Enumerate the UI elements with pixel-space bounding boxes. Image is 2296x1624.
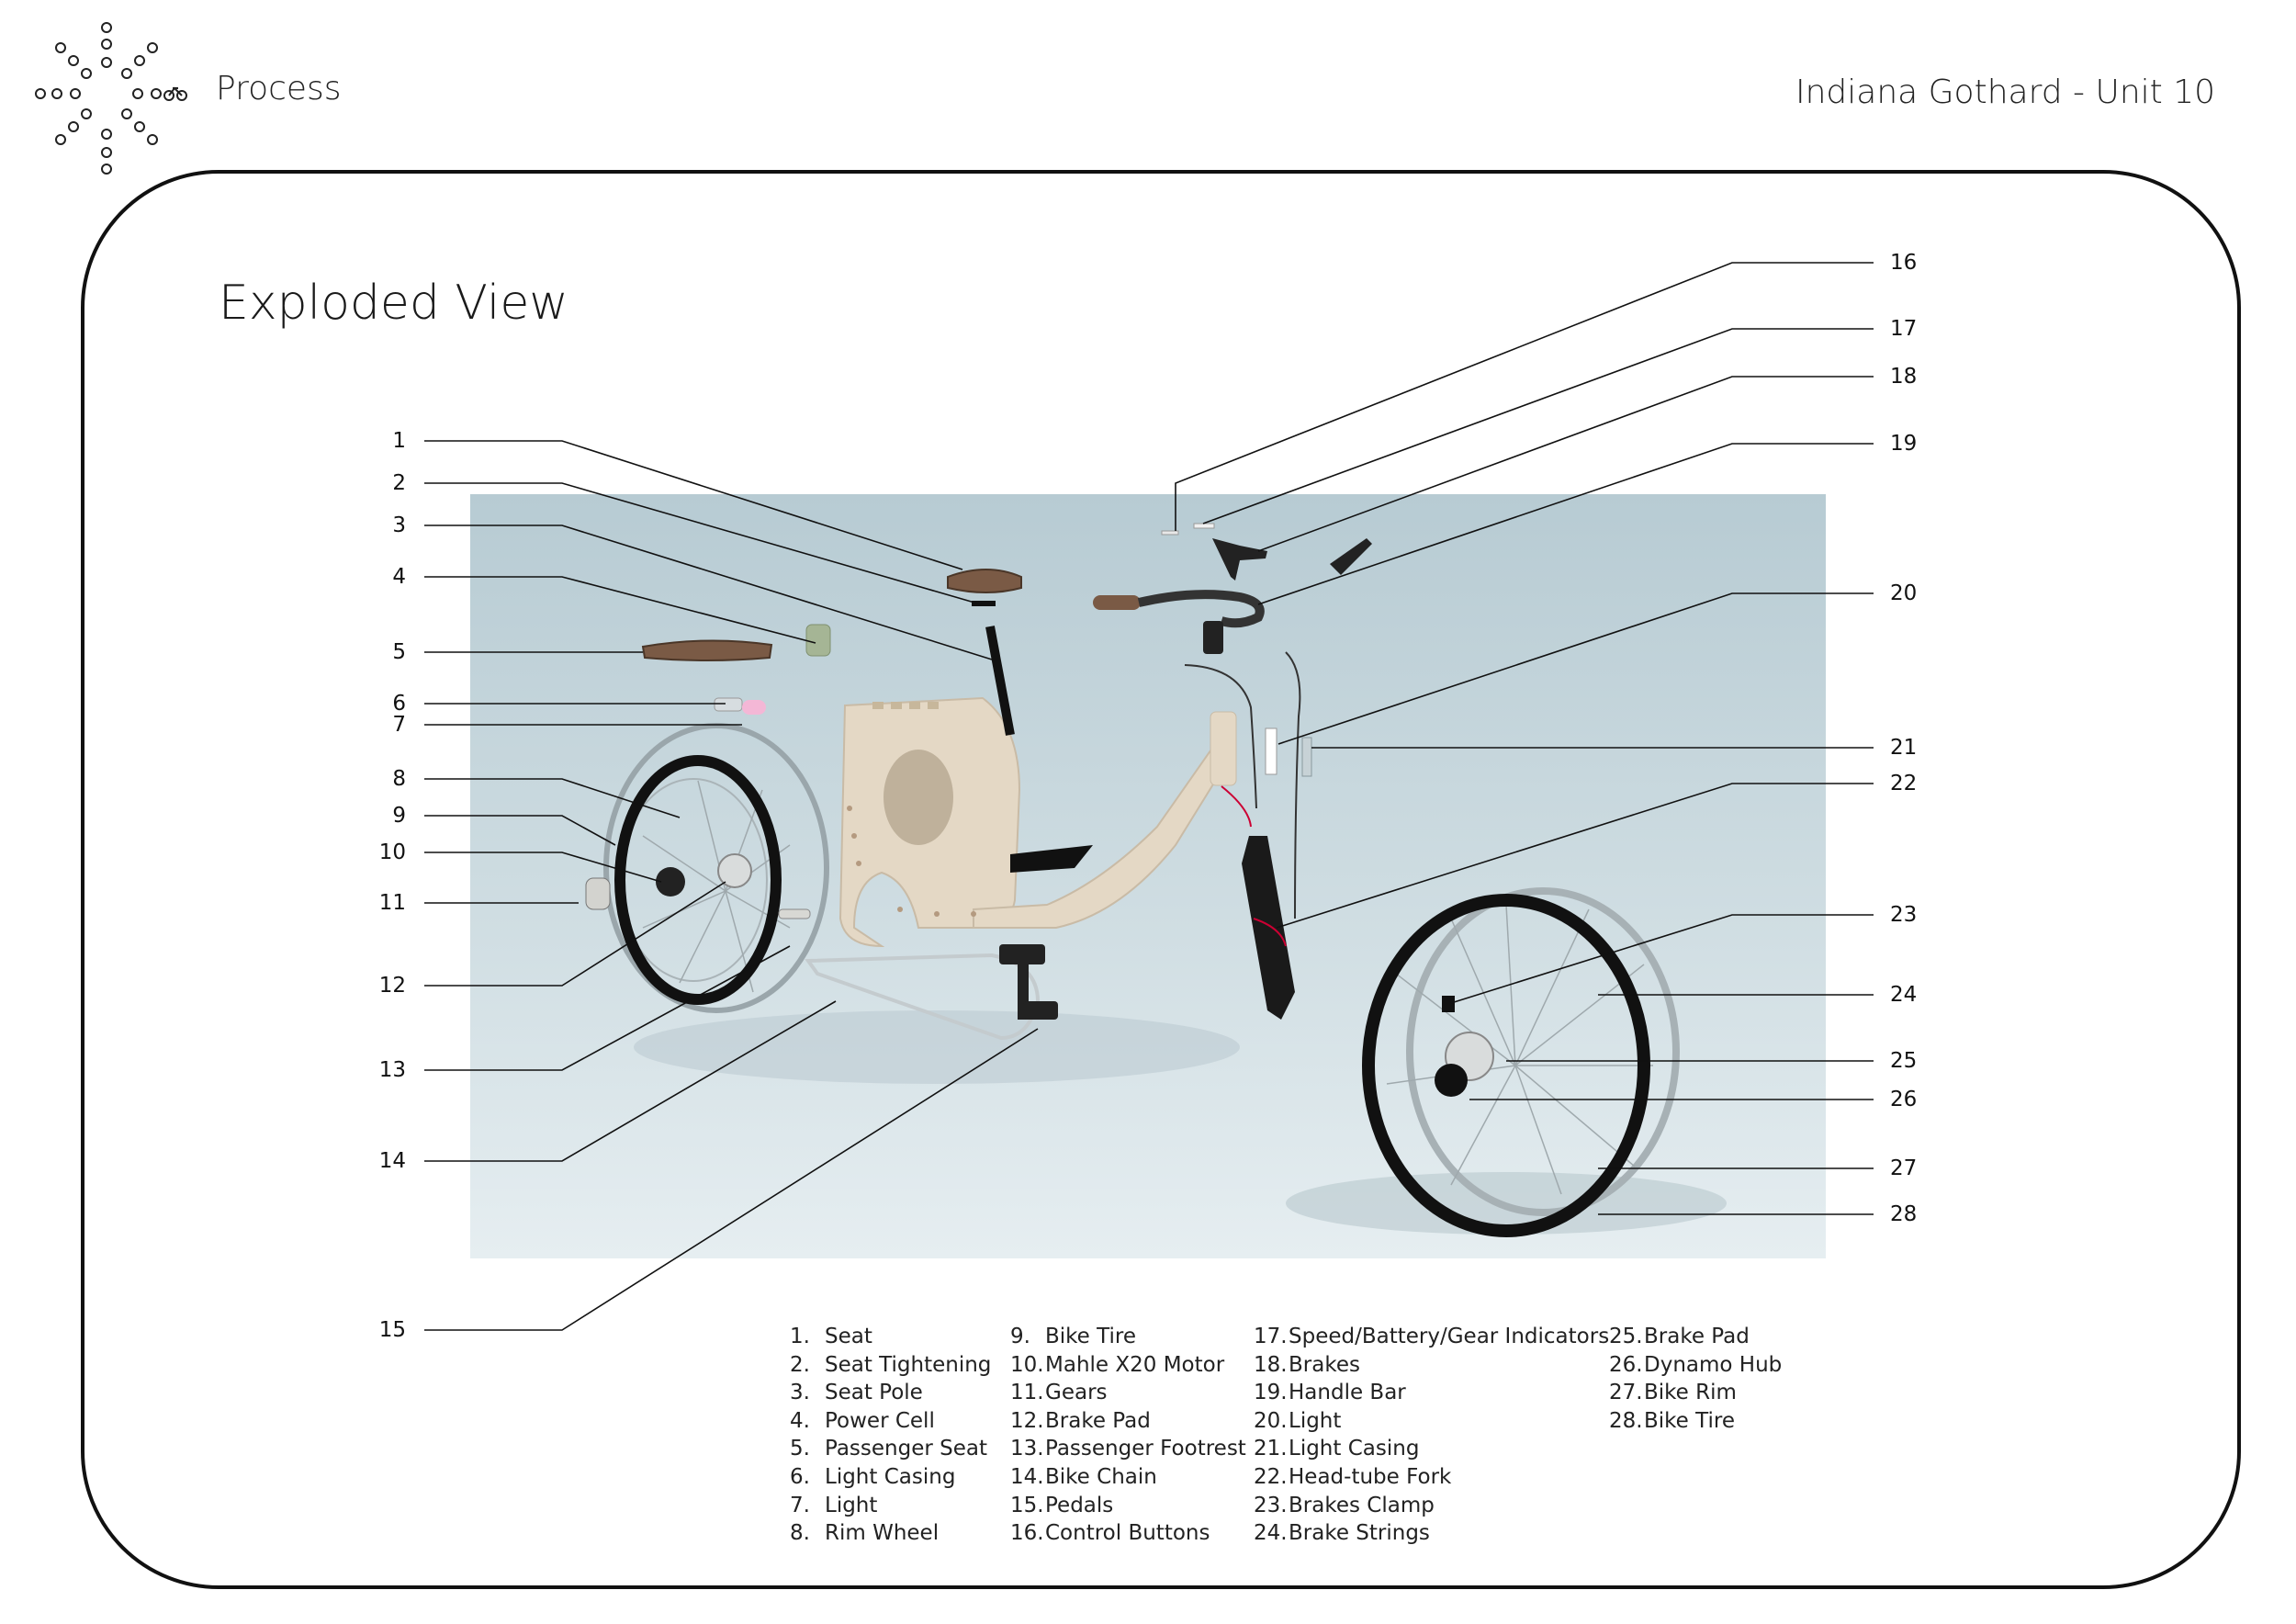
callout-number-2: 2: [392, 471, 406, 495]
light-casing: [714, 697, 743, 712]
seat-pole: [985, 626, 1015, 736]
callout-number-28: 28: [1890, 1202, 1918, 1226]
front-light-casing: [1301, 737, 1312, 777]
legend-item: 15.Pedals: [1010, 1493, 1114, 1517]
bike-frame: [838, 696, 1237, 948]
legend-item: 19.Handle Bar: [1254, 1381, 1406, 1405]
callout-number-14: 14: [378, 1149, 406, 1173]
callout-number-18: 18: [1890, 365, 1918, 389]
callout-number-19: 19: [1890, 432, 1918, 456]
legend-column-2: 9.Bike Tire 10.Mahle X20 Motor 11.Gears …: [1010, 1323, 1246, 1548]
legend-item: 20.Light: [1254, 1408, 1342, 1433]
callout-number-26: 26: [1890, 1088, 1918, 1111]
callout-number-3: 3: [392, 513, 406, 537]
callout-number-5: 5: [392, 640, 406, 664]
legend-item: 18.Brakes: [1254, 1352, 1360, 1377]
callout-number-10: 10: [378, 840, 406, 864]
callout-number-25: 25: [1890, 1049, 1918, 1073]
legend-item: 16.Control Buttons: [1010, 1521, 1210, 1546]
legend-item: 6.Light Casing: [790, 1464, 956, 1489]
callout-number-1: 1: [392, 429, 406, 453]
legend-item: 1.Seat: [790, 1325, 872, 1348]
rear-wheel: [585, 723, 829, 1013]
brake-lever-right: [1330, 538, 1372, 575]
handlebar: [1093, 590, 1265, 654]
passenger-footrest: [778, 908, 811, 919]
legend-item: 22.Head-tube Fork: [1254, 1464, 1452, 1489]
legend-item: 2.Seat Tightening: [790, 1352, 992, 1377]
legend-item: 12.Brake Pad: [1010, 1408, 1151, 1433]
callout-number-22: 22: [1890, 772, 1918, 795]
callout-number-17: 17: [1890, 317, 1918, 341]
callout-number-15: 15: [378, 1318, 406, 1342]
pedals: [999, 944, 1058, 1020]
legend-item: 11.Gears: [1010, 1381, 1108, 1405]
front-light: [1265, 727, 1277, 775]
front-wheel: [1362, 887, 1680, 1237]
section-label: Process: [216, 70, 342, 107]
power-cell: [805, 624, 831, 657]
indicators: [1193, 523, 1215, 529]
legend-item: 26.Dynamo Hub: [1609, 1352, 1783, 1377]
legend-column-4: 25.Brake Pad 26.Dynamo Hub 27.Bike Rim 2…: [1609, 1323, 1782, 1435]
content-frame: [81, 170, 2241, 1589]
legend-item: 5.Passenger Seat: [790, 1437, 988, 1461]
callout-number-24: 24: [1890, 983, 1918, 1007]
callout-number-27: 27: [1890, 1156, 1918, 1180]
callout-number-12: 12: [378, 974, 406, 998]
legend-item: 13.Passenger Footrest: [1010, 1437, 1246, 1461]
control-buttons: [1161, 530, 1179, 536]
legend-item: 27.Bike Rim: [1609, 1381, 1737, 1405]
callout-number-21: 21: [1890, 736, 1918, 760]
brake-lever: [1212, 538, 1267, 581]
legend-item: 7.Light: [790, 1493, 878, 1517]
legend-item: 24.Brake Strings: [1254, 1521, 1430, 1546]
author-unit-label: Indiana Gothard - Unit 10: [1795, 73, 2215, 111]
legend-item: 9.Bike Tire: [1010, 1325, 1136, 1348]
callout-number-13: 13: [378, 1058, 406, 1082]
legend-item: 4.Power Cell: [790, 1408, 935, 1433]
legend-item: 14.Bike Chain: [1010, 1464, 1157, 1489]
callout-number-20: 20: [1890, 581, 1918, 605]
leader-lines: [424, 262, 1874, 1331]
head-tube-fork: [1242, 836, 1295, 1020]
legend-column-1: 1.Seat 2.Seat Tightening 3.Seat Pole 4.P…: [790, 1323, 991, 1548]
legend-item: 10.Mahle X20 Motor: [1010, 1352, 1225, 1377]
legend-column-3: 17.Speed/Battery/Gear Indicators 18.Brak…: [1254, 1323, 1609, 1548]
legend-item: 23.Brakes Clamp: [1254, 1493, 1435, 1517]
bike-logo-icon: [35, 22, 187, 175]
callout-number-4: 4: [392, 565, 406, 589]
page-title: Exploded View: [219, 276, 568, 331]
light: [742, 700, 766, 715]
legend-item: 25.Brake Pad: [1609, 1325, 1750, 1348]
seat-tightening: [972, 601, 996, 606]
callout-number-23: 23: [1890, 903, 1918, 927]
callout-number-6: 6: [392, 692, 406, 716]
legend-item: 3.Seat Pole: [790, 1381, 923, 1405]
callout-number-8: 8: [392, 767, 406, 791]
legend-item: 17.Speed/Battery/Gear Indicators: [1254, 1325, 1610, 1348]
callout-number-7: 7: [392, 713, 406, 737]
callout-number-11: 11: [378, 891, 406, 915]
seat: [947, 569, 1022, 593]
legend-item: 8.Rim Wheel: [790, 1521, 940, 1546]
callout-number-16: 16: [1890, 251, 1918, 275]
callout-number-9: 9: [392, 804, 406, 828]
legend-item: 21.Light Casing: [1254, 1437, 1420, 1461]
passenger-seat: [641, 639, 773, 661]
legend-item: 28.Bike Tire: [1609, 1408, 1735, 1433]
